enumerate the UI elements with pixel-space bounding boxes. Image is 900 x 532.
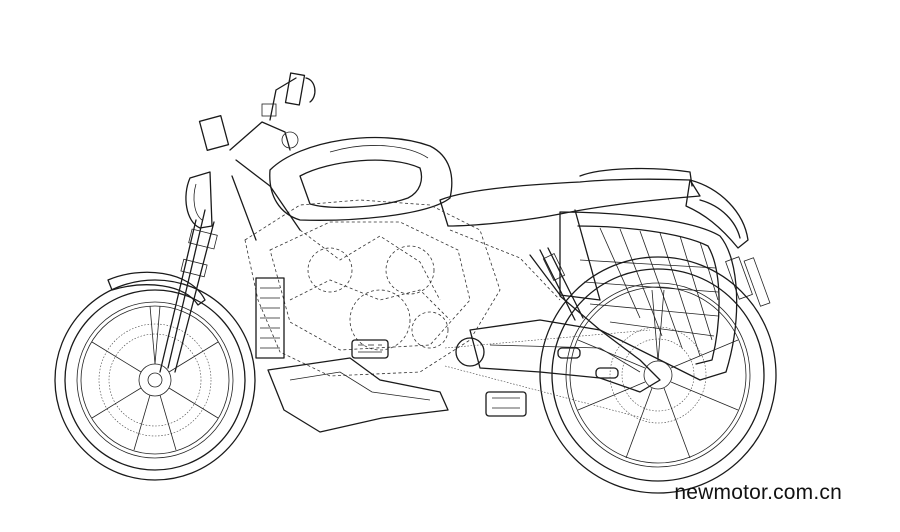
watermark-text: newmotor.com.cn	[674, 481, 842, 504]
swingarm	[455, 319, 661, 393]
chain	[444, 329, 651, 421]
front-fork	[159, 209, 218, 373]
engine	[244, 199, 501, 377]
headlight	[185, 115, 230, 229]
fuel-tank	[269, 136, 453, 221]
handlebar	[229, 72, 316, 151]
front-fender	[107, 271, 206, 306]
belly-pan	[267, 357, 527, 433]
tail-section	[685, 179, 771, 307]
pannier-rack	[559, 211, 738, 381]
rear-wheel	[539, 256, 777, 494]
seat	[439, 167, 701, 227]
front-wheel	[54, 279, 256, 481]
